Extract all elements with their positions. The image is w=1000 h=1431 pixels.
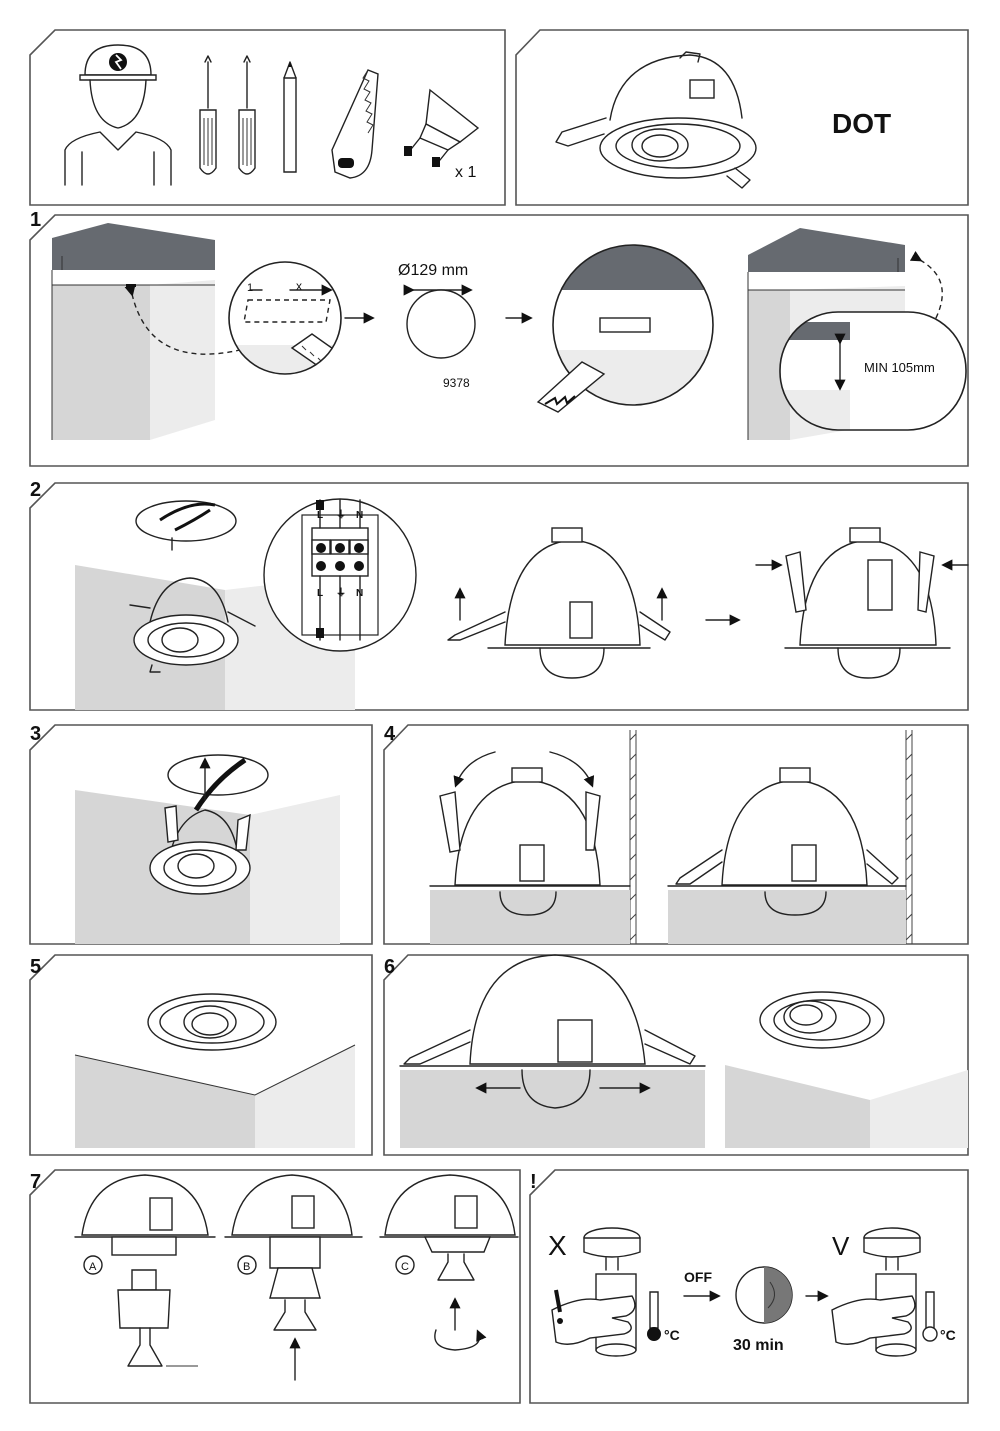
fixture-springs-up xyxy=(755,527,969,679)
step-7-number: 7 xyxy=(30,1171,41,1193)
fixture-adjustment-cross-section xyxy=(399,954,706,1148)
step-3-panel: 3 xyxy=(29,723,373,945)
fixture-clips-closed xyxy=(667,730,913,944)
wrong-mark-icon: X xyxy=(548,1230,567,1261)
bulb-quantity-label: x 1 xyxy=(455,164,476,181)
lamp-option-b: B xyxy=(224,1174,363,1381)
gu10-bulb-icon xyxy=(404,88,480,167)
step-1-number: 1 xyxy=(30,209,41,231)
fixture-insertion xyxy=(149,805,251,895)
svg-text:x: x xyxy=(296,279,302,293)
step-4-number: 4 xyxy=(384,723,396,745)
cool-lamp-touch-illustration xyxy=(831,1227,938,1357)
hot-lamp-touch-illustration xyxy=(551,1227,661,1357)
svg-text:L: L xyxy=(317,510,323,521)
ceiling-hole xyxy=(167,754,269,796)
svg-text:L: L xyxy=(317,588,323,599)
product-panel: DOT xyxy=(515,29,969,206)
screwdriver-icon xyxy=(199,55,217,175)
fixture-clips-closing xyxy=(429,730,637,944)
hole-diameter-label: Ø129 mm xyxy=(398,262,468,279)
part-code-label: 9378 xyxy=(443,376,470,390)
tilted-downlight-view xyxy=(725,991,968,1148)
step-5-number: 5 xyxy=(30,956,41,978)
product-name: DOT xyxy=(832,108,891,139)
step-7-panel: 7 A B xyxy=(29,1169,521,1404)
step-5-panel: 5 xyxy=(29,954,373,1156)
lamp-option-a: A xyxy=(74,1174,216,1367)
svg-text:⏚: ⏚ xyxy=(336,587,346,599)
fixture-springs-down xyxy=(447,527,671,679)
saw-icon xyxy=(331,69,379,179)
installed-downlight xyxy=(147,993,277,1051)
svg-text:C: C xyxy=(401,1261,409,1273)
cut-hole-template xyxy=(406,289,476,359)
warning-step-mark: ! xyxy=(530,1171,537,1193)
cut-hole-zoom-circle xyxy=(536,244,714,413)
svg-text:N: N xyxy=(356,588,363,599)
step-6-panel: 6 xyxy=(383,954,969,1156)
downlight-product-image xyxy=(555,51,757,189)
step-6-number: 6 xyxy=(384,956,395,978)
terminal-block-zoom: L ⏚ N L ⏚ N xyxy=(263,498,417,652)
svg-text:⏚: ⏚ xyxy=(336,509,346,521)
svg-text:A: A xyxy=(89,1261,97,1273)
lamp-option-c: C xyxy=(379,1174,519,1351)
off-label: OFF xyxy=(684,1269,712,1285)
step-1-panel: 1 1 x Ø129 mm xyxy=(29,209,969,467)
electrician-icon xyxy=(64,44,172,186)
timer-icon xyxy=(735,1266,793,1324)
pencil-icon xyxy=(283,61,297,173)
step-3-number: 3 xyxy=(30,723,41,745)
screwdriver-icon-2 xyxy=(238,55,256,175)
warning-panel: ! X °C OFF 30 min V xyxy=(529,1169,969,1404)
svg-text:1: 1 xyxy=(247,282,253,294)
min-depth-label: MIN 105mm xyxy=(864,360,935,375)
step-2-number: 2 xyxy=(30,479,41,501)
right-mark-icon: V xyxy=(832,1231,850,1261)
ceiling-corner-illustration xyxy=(51,223,215,440)
temperature-unit-left: °C xyxy=(664,1327,680,1343)
temperature-unit-right: °C xyxy=(940,1327,956,1343)
step-4-panel: 4 xyxy=(383,723,969,945)
svg-text:N: N xyxy=(356,510,363,521)
wait-time-label: 30 min xyxy=(733,1337,784,1354)
tools-panel: x 1 xyxy=(29,29,506,206)
svg-text:B: B xyxy=(243,1261,250,1273)
step-2-panel: 2 L ⏚ xyxy=(29,479,969,711)
marking-zoom-circle: 1 x xyxy=(228,261,342,375)
min-depth-zoom: MIN 105mm xyxy=(779,311,967,431)
